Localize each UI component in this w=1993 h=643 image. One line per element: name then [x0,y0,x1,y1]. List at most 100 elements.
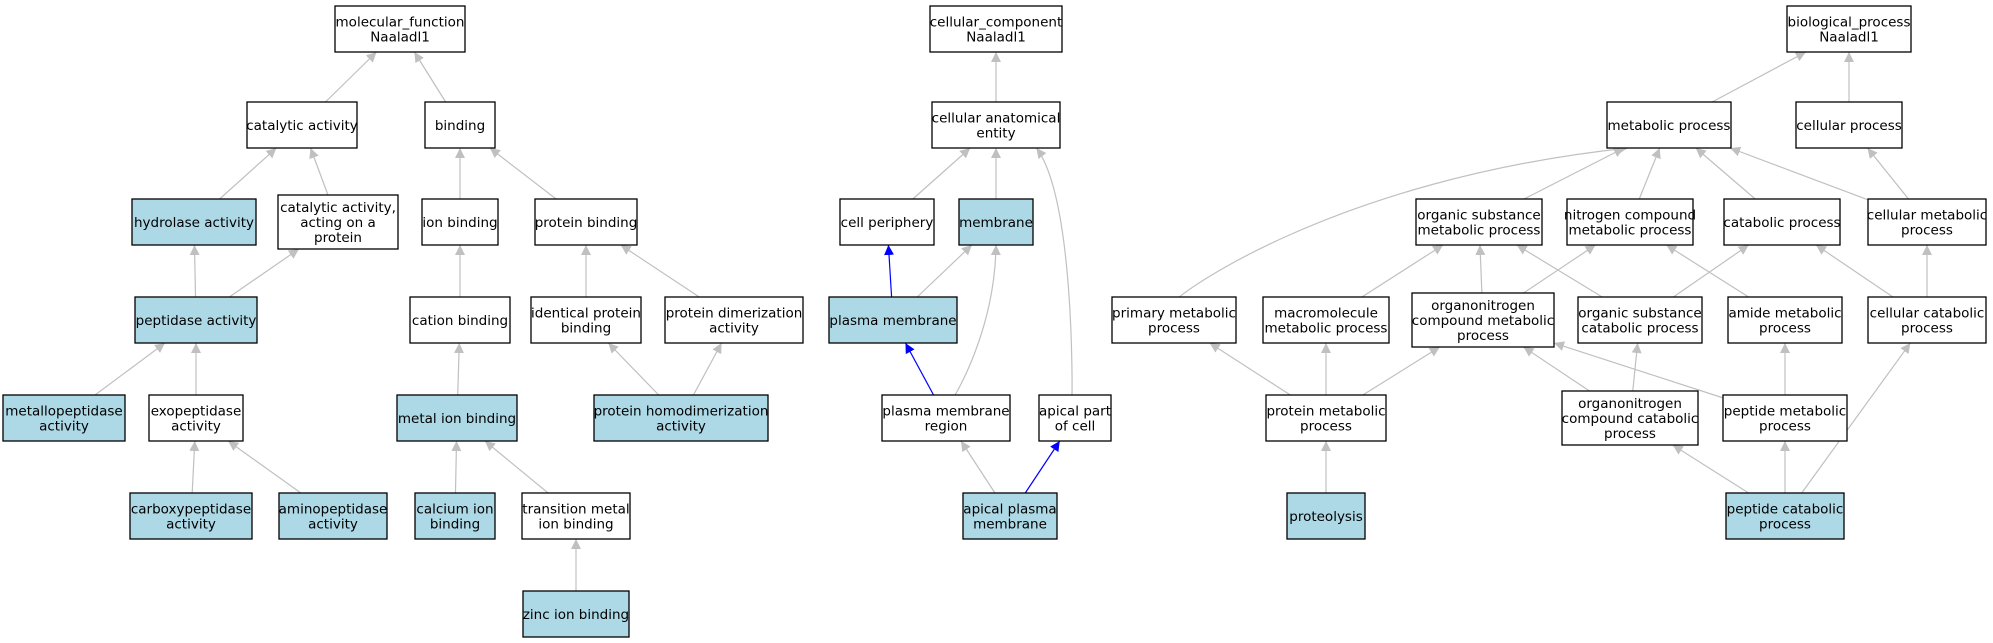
node-mf-ion-binding: ion binding [421,198,499,246]
edge-bp_catabolic-to-bp_metabolic [1695,147,1756,200]
node-label: proteolysis [1289,509,1363,525]
node-box [129,492,253,540]
node-box [1786,5,1912,53]
node-mf-cation: cation binding [409,296,511,344]
edge-mf_homodimer-to-mf_dimer [692,342,723,396]
node-box [1725,492,1845,540]
node-label: primary metabolic [1112,306,1236,322]
node-mf-peptidase: peptidase activity [134,296,258,344]
node-label: activity [39,419,89,435]
node-label: process [1901,223,1953,239]
node-box [522,590,630,638]
edge-bp_peptide_catabolic-to-bp_cell_catabolic [1801,342,1911,494]
node-label: ion binding [422,215,497,231]
edge-bp_orgn_catabolic-to-bp_org_catabolic [1631,342,1642,392]
node-box [1038,394,1112,442]
node-label: organonitrogen [1578,396,1682,412]
node-label: metabolic process [1608,118,1731,134]
node-label: organic substance [1417,208,1540,224]
node-box [962,492,1058,540]
node-label: process [1759,419,1811,435]
node-label: compound catabolic [1562,411,1699,427]
node-box [2,394,126,442]
node-label: binding [430,517,480,533]
edge-bp_peptide_catabolic-to-bp_orgn_catabolic [1672,444,1749,494]
node-box [931,101,1061,149]
edge-mf_binding-to-mf_root [413,51,447,103]
node-box [134,296,258,344]
edge-mf_transition-to-mf_metal_ion [484,440,549,494]
edge-bp_cell_metabolic-to-bp_cellular [1867,147,1909,200]
node-box [1411,292,1555,348]
node-box [1577,296,1703,344]
edge-bp_org_catabolic-to-bp_catabolic [1672,244,1750,298]
node-label: zinc ion binding [523,607,629,623]
node-label: catalytic activity [246,118,358,134]
node-box [1262,296,1390,344]
node-label: identical protein [531,306,641,322]
node-label: Naaladl1 [1819,30,1879,46]
node-label: metabolic process [1265,321,1388,337]
node-label: cellular process [1796,118,1902,134]
node-box [1606,101,1732,149]
edge-cc_apical_pm-to-cc_pm_region [960,440,996,494]
node-label: hydrolase activity [134,215,254,231]
node-box [1566,198,1694,246]
node-label: macromolecule [1274,306,1378,322]
node-box [1723,198,1841,246]
node-label: peptide metabolic [1724,404,1846,420]
node-label: exopeptidase [151,404,242,420]
node-label: cellular metabolic [1867,208,1987,224]
node-box [1867,296,1987,344]
edge-mf_hydrolase-to-mf_catalytic [219,147,277,200]
node-label: organonitrogen [1431,298,1535,314]
node-box [334,5,466,53]
node-label: binding [435,118,485,134]
node-box [424,101,496,149]
node-label: apical plasma [963,502,1056,518]
node-label: plasma membrane [882,404,1009,420]
node-box [396,394,518,442]
edge-cc_plasma-to-cc_periphery [884,244,895,298]
node-box [131,198,257,246]
node-box [530,296,642,344]
node-box [1415,198,1543,246]
node-mf-hydrolase: hydrolase activity [131,198,257,246]
node-label: process [1759,321,1811,337]
node-label: process [1901,321,1953,337]
node-bp-cellular: cellular process [1795,101,1903,149]
node-box [929,5,1063,53]
edge-mf_protein_binding-to-mf_binding [489,147,557,200]
node-label: organic substance [1578,306,1701,322]
node-bp-metabolic: metabolic process [1606,101,1732,149]
edges-layer [94,51,1932,591]
node-label: transition metal [522,502,629,518]
edge-bp_macromolecule-to-bp_organic_sub [1361,244,1444,298]
node-box [1561,390,1699,446]
node-label: catabolic process [1723,215,1840,231]
node-label: ion binding [538,517,613,533]
node-box [421,198,499,246]
edge-bp_amide-to-bp_nitrogen [1666,244,1749,298]
node-box [839,198,935,246]
node-label: protein [314,230,362,246]
node-label: process [1300,419,1352,435]
